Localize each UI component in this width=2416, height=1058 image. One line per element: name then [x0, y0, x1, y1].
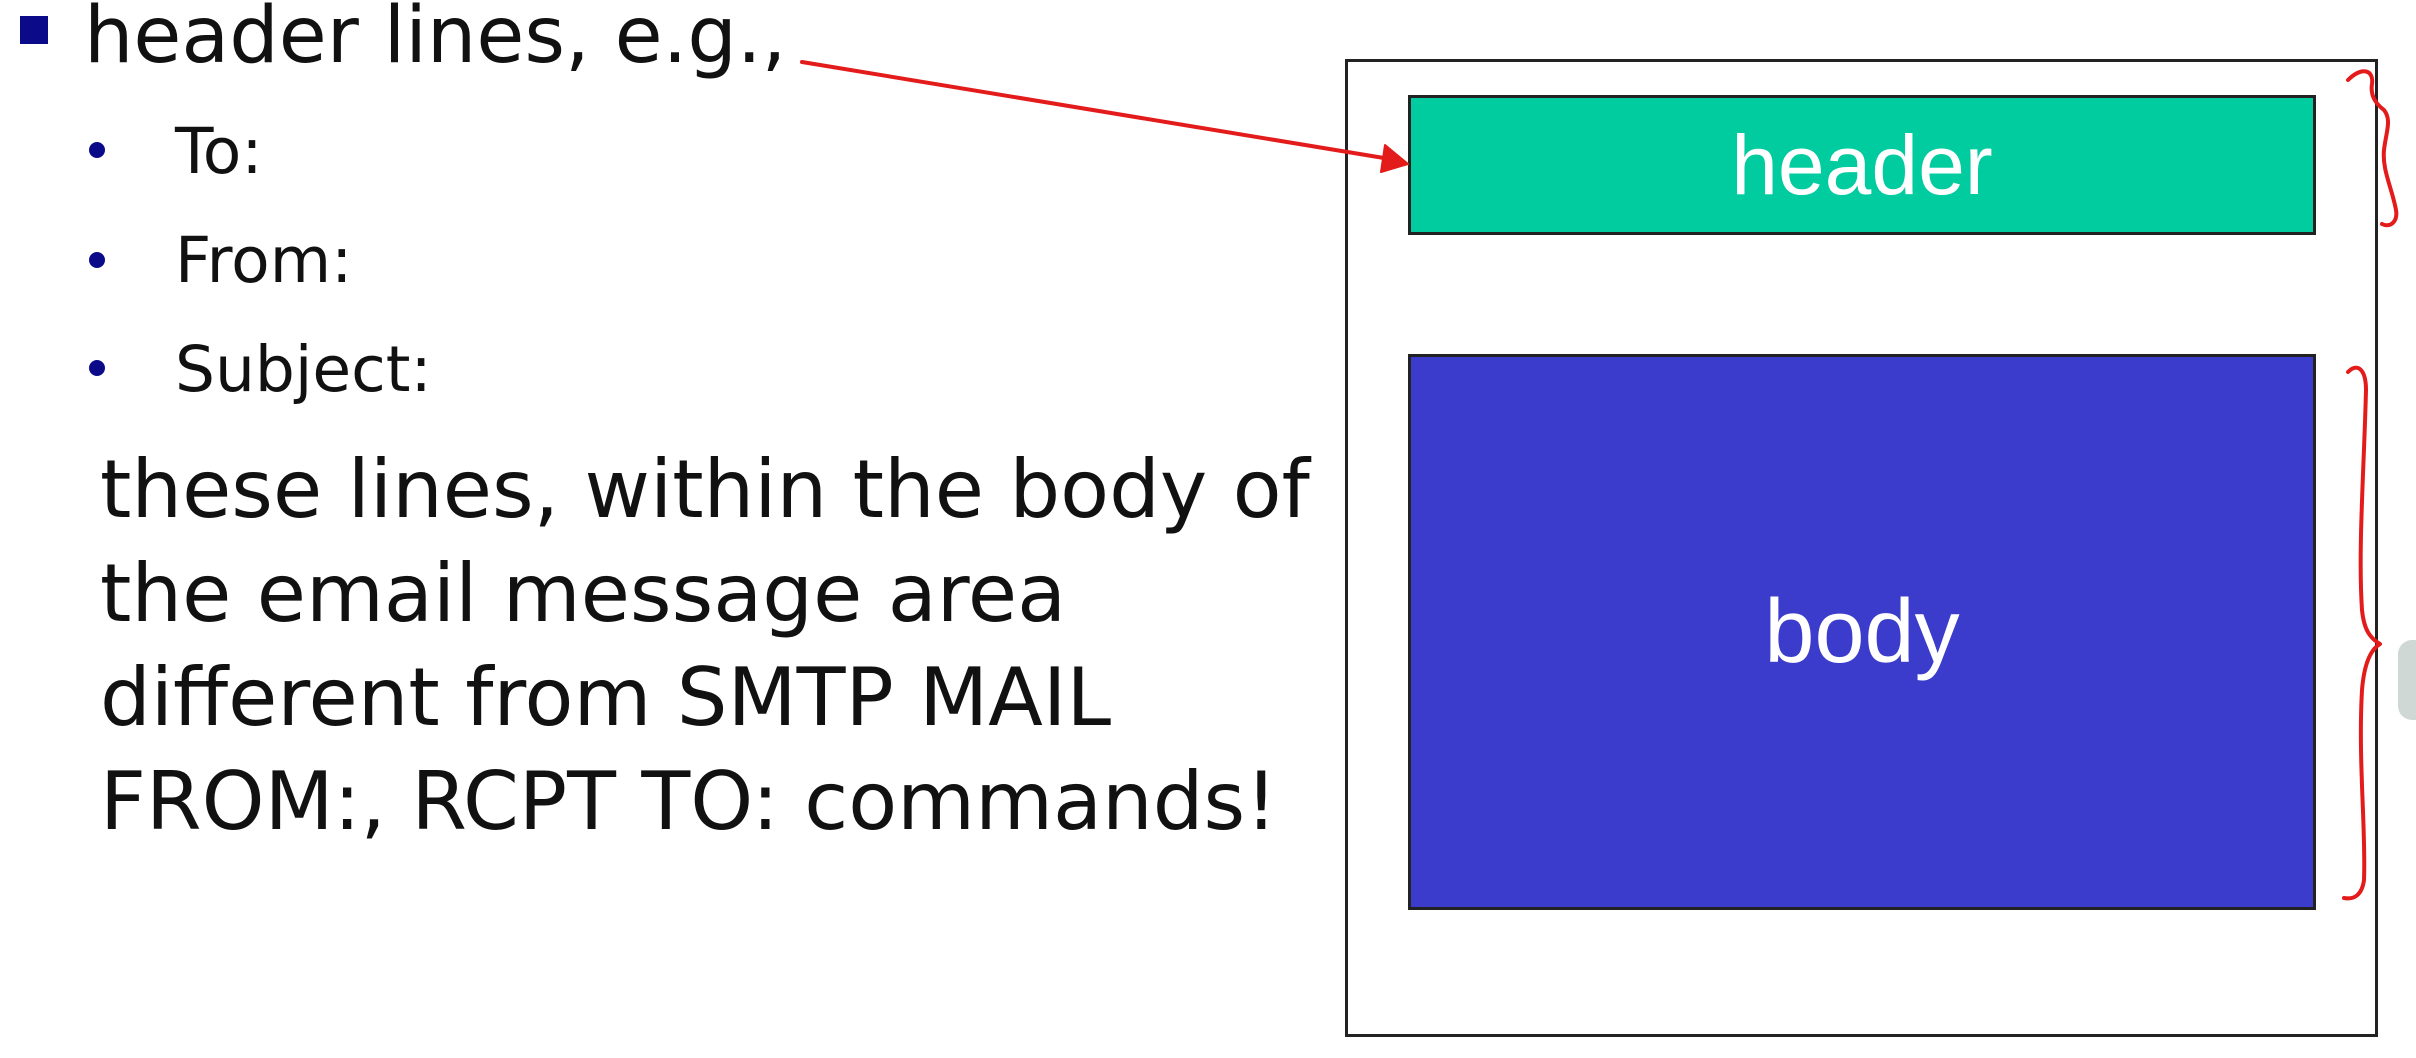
arrow-head-icon	[1380, 144, 1409, 173]
body-box: body	[1408, 354, 2316, 910]
header-box-label: header	[1731, 117, 1993, 212]
paragraph-line-3: different from SMTP MAIL	[100, 651, 1112, 744]
explanation-paragraph: these lines, within the body of the emai…	[100, 438, 1310, 854]
sub-bullet-to: To:	[175, 115, 263, 188]
body-box-label: body	[1764, 581, 1960, 682]
main-bullet-marker	[20, 16, 48, 44]
header-box: header	[1408, 95, 2316, 235]
sub-bullet-from: From:	[175, 224, 353, 297]
paragraph-line-4: FROM:, RCPT TO: commands!	[100, 755, 1278, 848]
arrow-shaft	[800, 60, 1398, 162]
sub-bullet-dot	[89, 252, 105, 268]
header-brace-icon	[2346, 69, 2399, 228]
main-bullet-text: header lines, e.g.,	[84, 0, 787, 81]
edge-shape	[2398, 640, 2416, 720]
sub-bullet-subject: Subject:	[175, 333, 432, 406]
paragraph-line-2: the email message area	[100, 547, 1067, 640]
sub-bullet-dot	[89, 360, 105, 376]
paragraph-line-1: these lines, within the body of	[100, 443, 1310, 536]
sub-bullet-dot	[89, 142, 105, 158]
body-brace-icon	[2342, 365, 2382, 901]
